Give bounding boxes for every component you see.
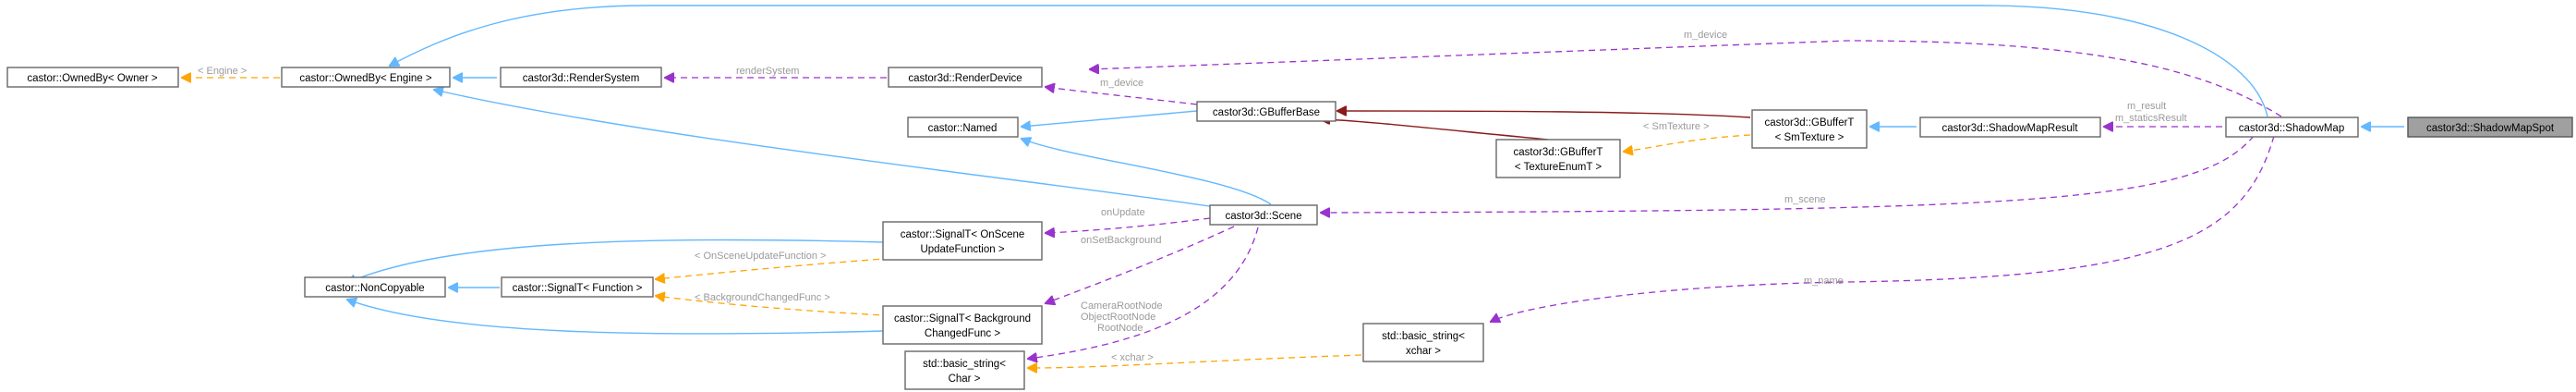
- edge-gbufferbase-to-named: [1022, 110, 1198, 127]
- edge-scene-to-ownedby-engine: [434, 90, 1216, 208]
- node-signal-background[interactable]: castor::SignalT< Background ChangedFunc …: [882, 305, 1043, 345]
- edge-label-m-name: m_name: [1804, 276, 1844, 287]
- svg-text:xchar >: xchar >: [1406, 346, 1441, 357]
- svg-text:castor3d::Scene: castor3d::Scene: [1225, 211, 1301, 222]
- edge-gbuffert-sm-to-gbufferbase: [1337, 111, 1751, 118]
- svg-text:castor3d::GBufferBase: castor3d::GBufferBase: [1213, 107, 1320, 118]
- edge-label-xchar: < xchar >: [1111, 352, 1154, 363]
- svg-text:< SmTexture >: < SmTexture >: [1775, 132, 1844, 143]
- svg-text:ChangedFunc >: ChangedFunc >: [925, 328, 1000, 339]
- node-scene[interactable]: castor3d::Scene: [1209, 204, 1318, 226]
- node-gbuffert-smtexture[interactable]: castor3d::GBufferT < SmTexture >: [1751, 109, 1868, 149]
- edge-shadowmap-to-renderdevice: [1090, 40, 2282, 117]
- edge-shadowmap-to-ownedby-engine: [390, 5, 2268, 117]
- edge-label-on-scene-update-function: < OnSceneUpdateFunction >: [695, 251, 826, 262]
- edge-gbuffert-sm-to-gbuffert-tmpl: [1624, 134, 1751, 152]
- svg-text:castor::NonCopyable: castor::NonCopyable: [325, 283, 424, 294]
- node-named[interactable]: castor::Named: [907, 116, 1019, 138]
- svg-text:castor::OwnedBy< Engine >: castor::OwnedBy< Engine >: [299, 73, 431, 84]
- node-gbufferbase[interactable]: castor3d::GBufferBase: [1196, 101, 1336, 122]
- edge-label-on-set-background: onSetBackground: [1081, 235, 1161, 246]
- edge-label-background-changed-func: < BackgroundChangedFunc >: [695, 292, 830, 303]
- edge-label-object-root-node: ObjectRootNode: [1081, 312, 1155, 323]
- svg-text:UpdateFunction >: UpdateFunction >: [920, 244, 1004, 255]
- edge-label-root-node: RootNode: [1097, 323, 1143, 334]
- svg-text:< TextureEnumT >: < TextureEnumT >: [1515, 162, 1602, 173]
- edge-scene-to-signal-onscene: [1046, 217, 1211, 233]
- edge-labels: m_device m_device renderSystem < Engine …: [198, 30, 2187, 363]
- node-gbuffert-textureenumt[interactable]: castor3d::GBufferT < TextureEnumT >: [1495, 139, 1621, 178]
- edges: [182, 5, 2404, 368]
- edge-signal-onscene-to-noncopyable: [347, 239, 884, 283]
- svg-text:castor::Named: castor::Named: [928, 123, 998, 134]
- node-signal-onscene[interactable]: castor::SignalT< OnScene UpdateFunction …: [882, 221, 1043, 261]
- svg-text:castor::SignalT< OnScene: castor::SignalT< OnScene: [901, 229, 1025, 240]
- edge-label-engine: < Engine >: [198, 66, 247, 77]
- nodes: castor3d::ShadowMapSpot castor3d::Shadow…: [6, 67, 2573, 390]
- node-noncopyable[interactable]: castor::NonCopyable: [304, 276, 446, 298]
- svg-text:castor3d::RenderSystem: castor3d::RenderSystem: [523, 73, 640, 84]
- node-string-char[interactable]: std::basic_string< Char >: [904, 350, 1025, 390]
- node-signal-function[interactable]: castor::SignalT< Function >: [501, 276, 654, 298]
- edge-scene-to-string-char: [1028, 227, 1259, 359]
- edge-signal-background-to-noncopyable: [347, 300, 884, 335]
- svg-text:std::basic_string<: std::basic_string<: [1382, 331, 1465, 342]
- node-renderdevice[interactable]: castor3d::RenderDevice: [888, 67, 1043, 88]
- svg-text:castor3d::GBufferT: castor3d::GBufferT: [1514, 147, 1603, 158]
- edge-label-camera-root-node: CameraRootNode: [1081, 300, 1163, 312]
- edge-label-smtexture: < SmTexture >: [1643, 121, 1710, 132]
- node-string-xchar[interactable]: std::basic_string< xchar >: [1362, 323, 1484, 362]
- edge-label-m-device-gbuffer: m_device: [1100, 78, 1143, 89]
- svg-text:castor3d::ShadowMapSpot: castor3d::ShadowMapSpot: [2426, 123, 2555, 134]
- svg-text:castor::SignalT< Background: castor::SignalT< Background: [894, 313, 1031, 325]
- svg-text:Char >: Char >: [949, 374, 981, 385]
- svg-text:castor::OwnedBy< Owner >: castor::OwnedBy< Owner >: [27, 73, 158, 84]
- edge-label-m-scene: m_scene: [1784, 194, 1826, 205]
- edge-shadowmap-to-scene: [1321, 135, 2255, 213]
- svg-text:castor3d::RenderDevice: castor3d::RenderDevice: [908, 73, 1022, 84]
- svg-text:castor::SignalT< Function >: castor::SignalT< Function >: [513, 283, 643, 294]
- node-shadowmapresult[interactable]: castor3d::ShadowMapResult: [1919, 116, 2101, 138]
- svg-text:castor3d::ShadowMapResult: castor3d::ShadowMapResult: [1941, 123, 2078, 134]
- svg-text:std::basic_string<: std::basic_string<: [923, 359, 1006, 370]
- node-shadowmapspot[interactable]: castor3d::ShadowMapSpot: [2407, 116, 2573, 138]
- edge-gbufferbase-to-renderdevice: [1046, 87, 1198, 105]
- edge-gbuffert-tmpl-to-gbufferbase: [1321, 119, 1549, 141]
- edge-signal-background-to-signal-function: [656, 296, 925, 318]
- node-ownedby-owner[interactable]: castor::OwnedBy< Owner >: [6, 67, 179, 88]
- svg-text:castor3d::GBufferT: castor3d::GBufferT: [1765, 117, 1855, 129]
- edge-label-on-update: onUpdate: [1101, 207, 1145, 218]
- node-shadowmap[interactable]: castor3d::ShadowMap: [2225, 116, 2359, 138]
- edge-label-render-system: renderSystem: [736, 66, 799, 77]
- edge-shadowmap-to-string-xchar: [1491, 135, 2275, 322]
- edge-string-xchar-to-string-char: [1028, 354, 1362, 368]
- edge-label-m-statics-result: m_staticsResult: [2115, 113, 2187, 124]
- node-rendersystem[interactable]: castor3d::RenderSystem: [500, 67, 662, 88]
- edge-label-m-result: m_result: [2127, 101, 2166, 112]
- svg-text:castor3d::ShadowMap: castor3d::ShadowMap: [2239, 123, 2344, 134]
- edge-scene-to-signal-background: [1046, 226, 1235, 303]
- edge-scene-to-named: [1022, 139, 1272, 205]
- edge-label-m-device: m_device: [1684, 30, 1727, 41]
- node-ownedby-engine[interactable]: castor::OwnedBy< Engine >: [281, 67, 451, 88]
